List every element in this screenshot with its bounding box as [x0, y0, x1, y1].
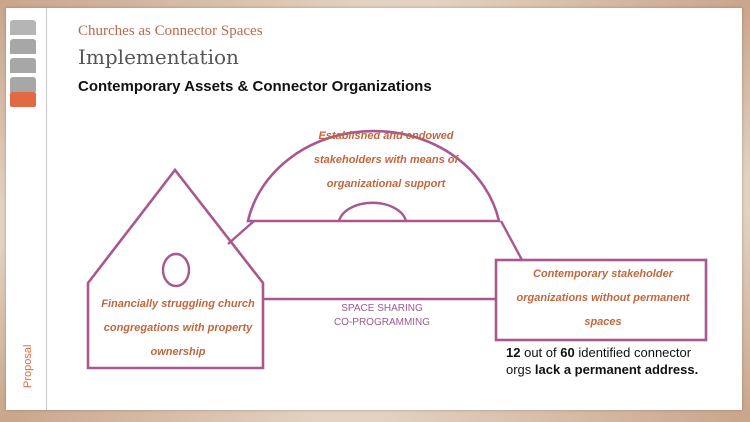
- church-window: [161, 252, 191, 288]
- section-tab-2[interactable]: [10, 39, 36, 54]
- church-label-line: ownership: [150, 346, 206, 358]
- church-label-line: Financially struggling church: [101, 298, 255, 310]
- church-shape: [86, 167, 265, 370]
- section-tab-3[interactable]: [10, 58, 36, 73]
- diagram-canvas: [86, 129, 708, 370]
- stat-emphasis: lack a permanent address.: [534, 362, 699, 377]
- stakeholder-label-line: spaces: [584, 316, 622, 328]
- connector-dome-box: [499, 220, 524, 261]
- relation-label-line: SPACE SHARING: [341, 303, 423, 314]
- stat-total: 60: [560, 345, 575, 360]
- church-label-line: congregations with property: [103, 322, 253, 334]
- dome-label-line: stakeholders with means of: [313, 154, 459, 166]
- section-tab-1[interactable]: [10, 20, 36, 35]
- slide-title: Implementation: [78, 45, 239, 69]
- stat-suffix: identified connector orgs: [506, 345, 692, 377]
- section-rail: Proposal: [6, 8, 47, 410]
- dome-door: [337, 201, 408, 222]
- connector-church-dome: [227, 220, 255, 245]
- dome-label: Established and endowed stakeholders wit…: [291, 124, 481, 196]
- dome-label-line: organizational support: [326, 178, 446, 190]
- dome-shape: [246, 129, 501, 223]
- stat-count: 12: [506, 345, 521, 360]
- stakeholder-label: Contemporary stakeholder organizations w…: [500, 262, 706, 334]
- church-label: Financially struggling church congregati…: [94, 292, 262, 364]
- stakeholder-label-line: organizations without permanent: [516, 292, 690, 304]
- slide-subtitle: Churches as Connector Spaces: [78, 23, 263, 39]
- stat-middle: out of: [524, 345, 557, 360]
- stat-callout: 12 out of 60 identified connector orgs l…: [506, 344, 706, 378]
- section-tab-4[interactable]: [10, 77, 36, 92]
- slide: Proposal Churches as Connector Spaces Im…: [6, 8, 742, 410]
- relation-label-line: CO-PROGRAMMING: [333, 317, 431, 328]
- section-tab-active[interactable]: [10, 92, 36, 107]
- slide-heading: Contemporary Assets & Connector Organiza…: [78, 78, 432, 95]
- dome-label-line: Established and endowed: [318, 130, 454, 142]
- relation-label: SPACE SHARING CO-PROGRAMMING: [322, 302, 442, 330]
- stakeholder-label-line: Contemporary stakeholder: [533, 268, 673, 280]
